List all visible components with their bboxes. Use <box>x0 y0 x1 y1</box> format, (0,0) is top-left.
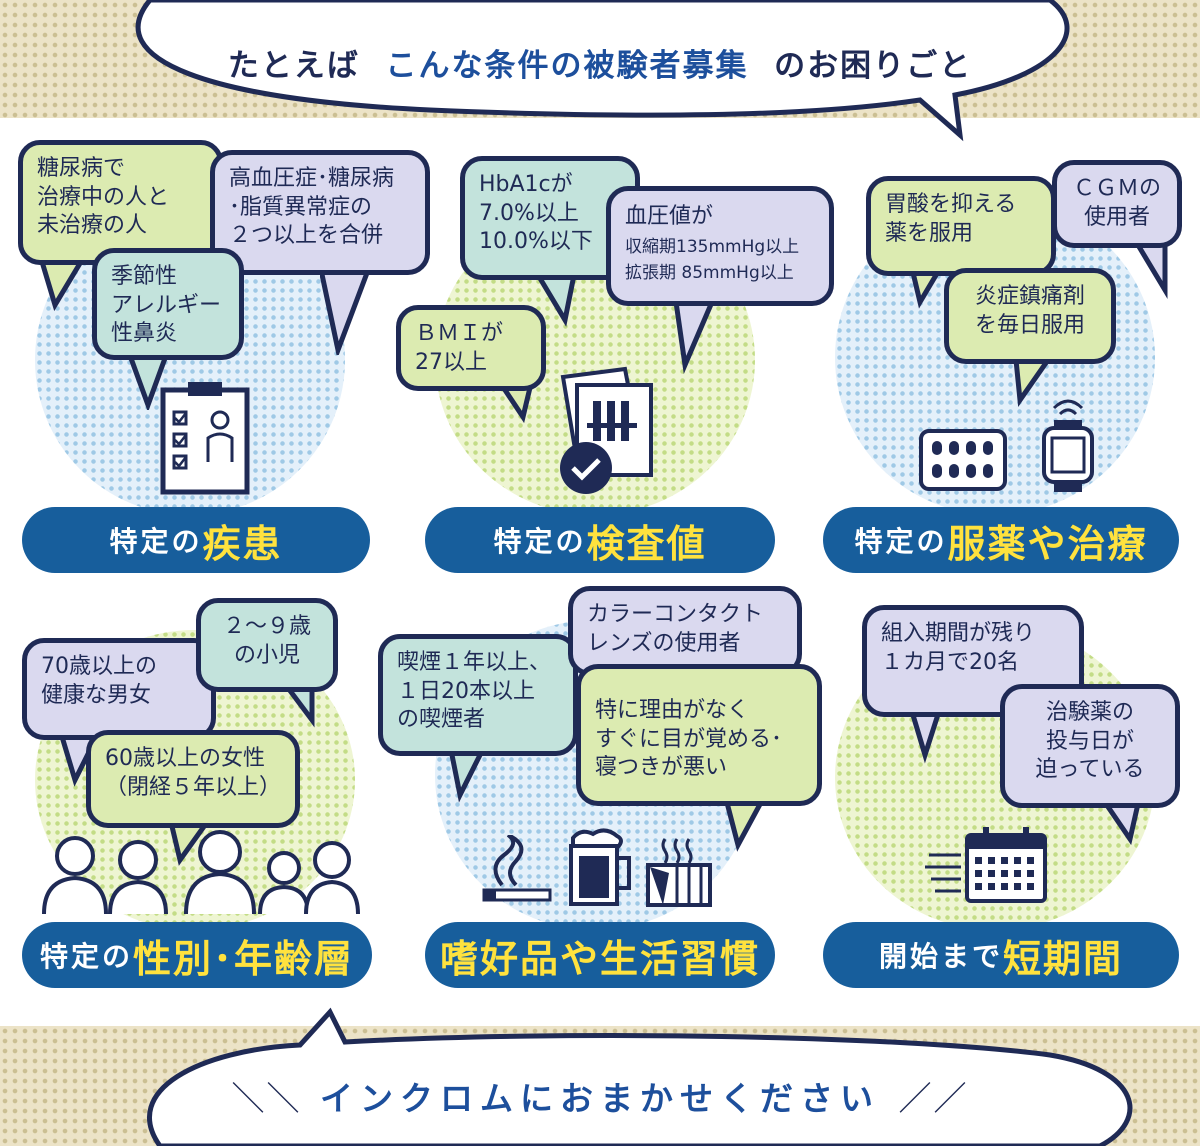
bubble-tail <box>37 255 88 312</box>
label-medication: 特定の 服薬や治療 <box>823 507 1179 573</box>
bubble-tail <box>447 745 488 803</box>
bubble-allergy: 季節性 アレルギー 性鼻炎 <box>92 248 244 360</box>
bp-title: 血圧値が <box>625 204 714 229</box>
label-disease: 特定の 疾患 <box>22 507 370 573</box>
label-prefix: 特定の <box>109 525 203 558</box>
smartwatch-icon <box>1042 399 1094 492</box>
label-prefix: 特定の <box>854 525 948 558</box>
label-lifestyle: 嗜好品や生活習慣 <box>425 922 775 988</box>
beer-mug-icon <box>569 828 631 906</box>
bubble-tail <box>1135 240 1168 300</box>
bubble-contacts: カラーコンタクト レンズの使用者 <box>568 586 802 676</box>
label-main: 検査値 <box>586 521 707 566</box>
checkmark-icon <box>560 442 612 494</box>
bubble-bmi: ＢＭＩが 27以上 <box>396 305 546 391</box>
bubble-dosing: 治験薬の 投与日が 迫っている <box>1000 684 1180 808</box>
bubble-tail <box>125 350 171 410</box>
footer-slash-left: ＼＼ <box>231 1079 302 1118</box>
label-prefix: 開始まで <box>878 940 1003 973</box>
bubble-children: ２～９歳 の小児 <box>196 598 338 692</box>
bubble-painkiller: 炎症鎮痛剤 を毎日服用 <box>944 268 1116 364</box>
footer-message: ＼＼ インクロムにおまかせください ／／ <box>0 1072 1200 1120</box>
bubble-tail <box>722 795 768 852</box>
bubble-tail <box>907 705 944 764</box>
cigarette-icon <box>482 835 552 902</box>
bubble-smoking: 喫煙１年以上、 １日20本以上 の喫煙者 <box>378 634 578 756</box>
bubble-tail <box>672 295 718 375</box>
bubble-complications: 高血圧症･糖尿病 ･脂質異常症の ２つ以上を合併 <box>210 150 430 275</box>
bp-diastolic: 拡張期 85mmHg以上 <box>625 262 794 283</box>
bubble-tail <box>320 265 373 355</box>
header-prefix: たとえば <box>227 48 360 84</box>
bubble-sleep: 特に理由がなく すぐに目が覚める･ 寝つきが悪い <box>576 664 822 806</box>
clipboard-checklist-icon <box>160 382 250 495</box>
bubble-antacid: 胃酸を抑える 薬を服用 <box>866 176 1056 276</box>
bubble-bloodpressure: 血圧値が 収縮期135mmHg以上 拡張期 85mmHg以上 <box>606 186 834 306</box>
pill-pack-icon <box>919 429 1007 491</box>
label-main: 服薬や治療 <box>947 521 1148 566</box>
bubble-diabetes: 糖尿病で 治療中の人と 未治療の人 <box>18 140 223 265</box>
header-speech-cloud <box>135 0 1070 142</box>
header-suffix: のお困りごと <box>774 48 973 84</box>
bp-systolic: 収縮期135mmHg以上 <box>625 236 800 257</box>
label-shortterm: 開始まで 短期間 <box>823 922 1179 988</box>
bubble-elderly: 70歳以上の 健康な男女 <box>22 638 216 740</box>
label-testvalue: 特定の 検査値 <box>425 507 775 573</box>
bubble-women: 60歳以上の女性 （閉経５年以上） <box>86 730 300 828</box>
label-main: 嗜好品や生活習慣 <box>439 936 760 981</box>
label-main: 短期間 <box>1003 936 1124 981</box>
label-gender-age: 特定の 性別･年齢層 <box>22 922 372 988</box>
bubble-tail <box>167 818 213 866</box>
header-highlight: こんな条件の被験者募集 <box>385 48 749 84</box>
bed-icon <box>646 838 712 907</box>
label-main: 疾患 <box>202 521 283 566</box>
label-main: 性別･年齢層 <box>133 936 355 981</box>
footer-text: インクロムにおまかせください <box>320 1079 880 1118</box>
people-group-icon <box>42 830 360 915</box>
header-title: たとえば こんな条件の被験者募集 のお困りごと <box>0 40 1200 85</box>
bubble-cgm: ＣＧＭの 使用者 <box>1052 160 1182 248</box>
footer-slash-right: ／／ <box>898 1079 969 1118</box>
calendar-icon <box>925 827 1047 903</box>
label-prefix: 特定の <box>493 525 587 558</box>
bubble-tail <box>532 270 578 327</box>
footer-speech-cloud <box>146 1007 1133 1146</box>
label-prefix: 特定の <box>39 940 133 973</box>
